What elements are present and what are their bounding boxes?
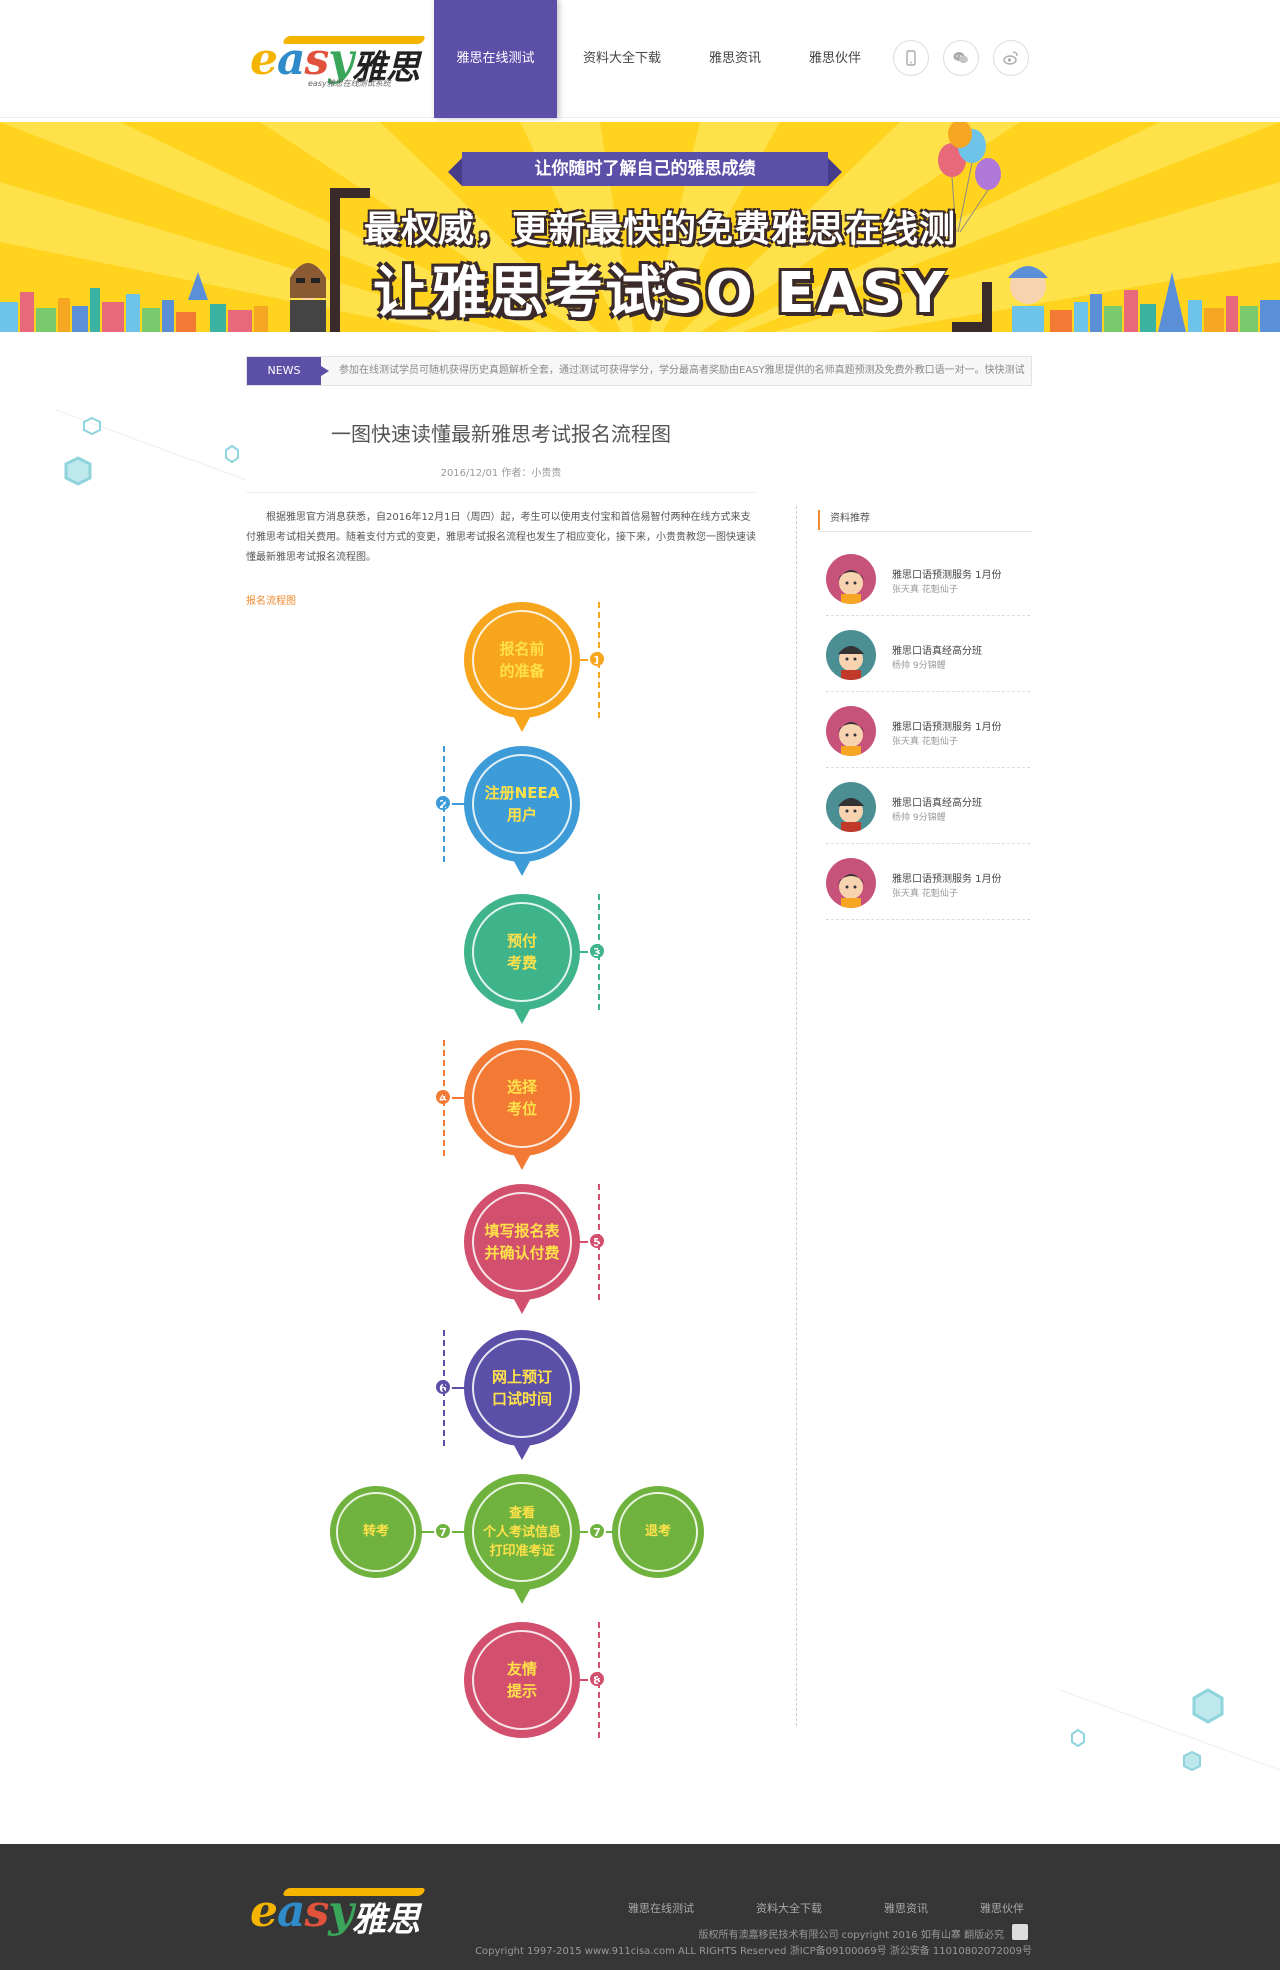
flow-chart-caption: 报名流程图 bbox=[246, 596, 296, 607]
hexagon-decoration-left bbox=[56, 410, 246, 486]
sidebar-item-3[interactable]: 雅思口语预测服务 1月份 张天真 花魁仙子 bbox=[826, 692, 1030, 768]
flow-branch-transfer: 转考 bbox=[330, 1486, 422, 1578]
footer-nav-downloads[interactable]: 资料大全下载 bbox=[756, 1902, 822, 1915]
nav-online-test[interactable]: 雅思在线测试 bbox=[434, 0, 557, 118]
avatar bbox=[826, 554, 876, 604]
sidebar-item-1[interactable]: 雅思口语预测服务 1月份 张天真 花魁仙子 bbox=[826, 540, 1030, 616]
flow-step-6: 网上预订口试时间 bbox=[464, 1330, 580, 1460]
sidebar-item-sub: 杨帅 9分锦鲤 bbox=[892, 813, 946, 823]
nav-news[interactable]: 雅思资讯 bbox=[709, 51, 762, 66]
article-title: 一图快速读懂最新雅思考试报名流程图 bbox=[331, 422, 671, 446]
banner-headline: 最权威，更新最快的免费雅思在线测试 bbox=[363, 209, 956, 302]
banner-ribbon: 让你随时了解自己的雅思成绩 bbox=[448, 152, 842, 186]
footer-nav-online-test[interactable]: 雅思在线测试 bbox=[628, 1902, 694, 1915]
footer-copyright: 版权所有澳嘉移民技术有限公司 copyright 2016 如有山寨 翻版必究 bbox=[698, 1930, 1004, 1941]
sidebar-title: 资料推荐 bbox=[818, 508, 1032, 532]
flow-step-5: 填写报名表并确认付费 bbox=[464, 1184, 580, 1314]
logo-cn: 雅思 bbox=[352, 1900, 420, 1940]
sidebar-item-sub: 张天真 花魁仙子 bbox=[892, 585, 958, 595]
news-text[interactable]: 参加在线测试学员可随机获得历史真题解析全套，通过测试可获得学分，学分最高者奖励由… bbox=[339, 365, 1025, 376]
nav-downloads[interactable]: 资料大全下载 bbox=[583, 51, 662, 66]
wechat-icon[interactable] bbox=[943, 40, 979, 76]
flow-step-8: 友情提示 bbox=[464, 1622, 580, 1738]
flow-step-8-number: 8 bbox=[588, 1670, 606, 1688]
sidebar-item-2[interactable]: 雅思口语真经高分班 杨帅 9分锦鲤 bbox=[826, 616, 1030, 692]
logo-wordmark: easy bbox=[250, 1886, 354, 1937]
logo-cn: 雅思 bbox=[352, 48, 420, 88]
news-ticker: NEWS 参加在线测试学员可随机获得历史真题解析全套，通过测试可获得学分，学分最… bbox=[246, 356, 1032, 386]
flow-step-1: 报名前的准备 bbox=[464, 602, 580, 732]
sidebar-item-sub: 张天真 花魁仙子 bbox=[892, 889, 958, 899]
flow-step-6-number: 6 bbox=[434, 1378, 452, 1396]
sidebar-item-title: 雅思口语预测服务 1月份 bbox=[892, 874, 1002, 885]
avatar bbox=[826, 858, 876, 908]
avatar bbox=[826, 706, 876, 756]
avatar bbox=[826, 782, 876, 832]
flow-step-3: 预付考费 bbox=[464, 894, 580, 1024]
headline-bracket-right bbox=[952, 282, 992, 332]
footer-nav-news[interactable]: 雅思资讯 bbox=[884, 1902, 928, 1915]
flow-step-4: 选择考位 bbox=[464, 1040, 580, 1170]
article-divider bbox=[246, 492, 756, 493]
site-header: easy 雅思 easy雅思在线测试系统 雅思在线测试 资料大全下载 雅思资讯 … bbox=[0, 0, 1280, 118]
sidebar-item-title: 雅思口语真经高分班 bbox=[892, 798, 982, 809]
news-label: NEWS bbox=[247, 357, 329, 385]
sidebar-item-5[interactable]: 雅思口语预测服务 1月份 张天真 花魁仙子 bbox=[826, 844, 1030, 920]
footer-nav-partners[interactable]: 雅思伙伴 bbox=[980, 1902, 1024, 1915]
logo-wordmark: easy bbox=[250, 34, 354, 85]
main-nav: 雅思在线测试 资料大全下载 雅思资讯 雅思伙伴 bbox=[434, 0, 883, 118]
nav-partners[interactable]: 雅思伙伴 bbox=[809, 51, 862, 66]
footer-logo[interactable]: easy 雅思 bbox=[246, 1882, 427, 1944]
article-meta: 2016/12/01 作者：小贵贵 bbox=[440, 468, 562, 479]
headline-bracket-left bbox=[330, 188, 370, 332]
weibo-icon[interactable] bbox=[993, 40, 1029, 76]
mobile-icon[interactable] bbox=[893, 40, 929, 76]
flow-step-7-number-left: 7 bbox=[434, 1522, 452, 1540]
flow-step-1-number: 1 bbox=[588, 650, 606, 668]
flow-branch-withdraw: 退考 bbox=[612, 1486, 704, 1578]
hexagon-decoration-right bbox=[1060, 1688, 1280, 1772]
banner-slogan: 让雅思考试SO EASY bbox=[373, 261, 947, 326]
sidebar-item-sub: 张天真 花魁仙子 bbox=[892, 737, 958, 747]
content-divider bbox=[796, 506, 797, 1726]
hero-banner: 让你随时了解自己的雅思成绩 最权威，更新最快的免费雅思在线测试 让雅思考试SO … bbox=[0, 122, 1280, 332]
flow-step-3-number: 3 bbox=[588, 942, 606, 960]
flow-step-2-number: 2 bbox=[434, 794, 452, 812]
flow-step-4-number: 4 bbox=[434, 1088, 452, 1106]
site-footer: easy 雅思 雅思在线测试 资料大全下载 雅思资讯 雅思伙伴 版权所有澳嘉移民… bbox=[0, 1844, 1280, 1970]
site-logo[interactable]: easy 雅思 easy雅思在线测试系统 bbox=[246, 30, 427, 92]
flow-step-7: 查看个人考试信息打印准考证 bbox=[464, 1474, 580, 1604]
footer-license: Copyright 1997-2015 www.911cisa.com ALL … bbox=[475, 1946, 1032, 1957]
avatar bbox=[826, 630, 876, 680]
police-badge-icon bbox=[1012, 1924, 1028, 1940]
sidebar-item-title: 雅思口语真经高分班 bbox=[892, 646, 982, 657]
sidebar-item-4[interactable]: 雅思口语真经高分班 杨帅 9分锦鲤 bbox=[826, 768, 1030, 844]
logo-subtitle: easy雅思在线测试系统 bbox=[308, 79, 391, 88]
article-body: 根据雅思官方消息获悉，自2016年12月1日（周四）起，考生可以使用支付宝和首信… bbox=[246, 512, 756, 563]
flow-step-7-number-right: 7 bbox=[588, 1522, 606, 1540]
sidebar-item-title: 雅思口语预测服务 1月份 bbox=[892, 570, 1002, 581]
sidebar-item-sub: 杨帅 9分锦鲤 bbox=[892, 661, 946, 671]
sidebar-item-title: 雅思口语预测服务 1月份 bbox=[892, 722, 1002, 733]
flow-step-5-number: 5 bbox=[588, 1232, 606, 1250]
